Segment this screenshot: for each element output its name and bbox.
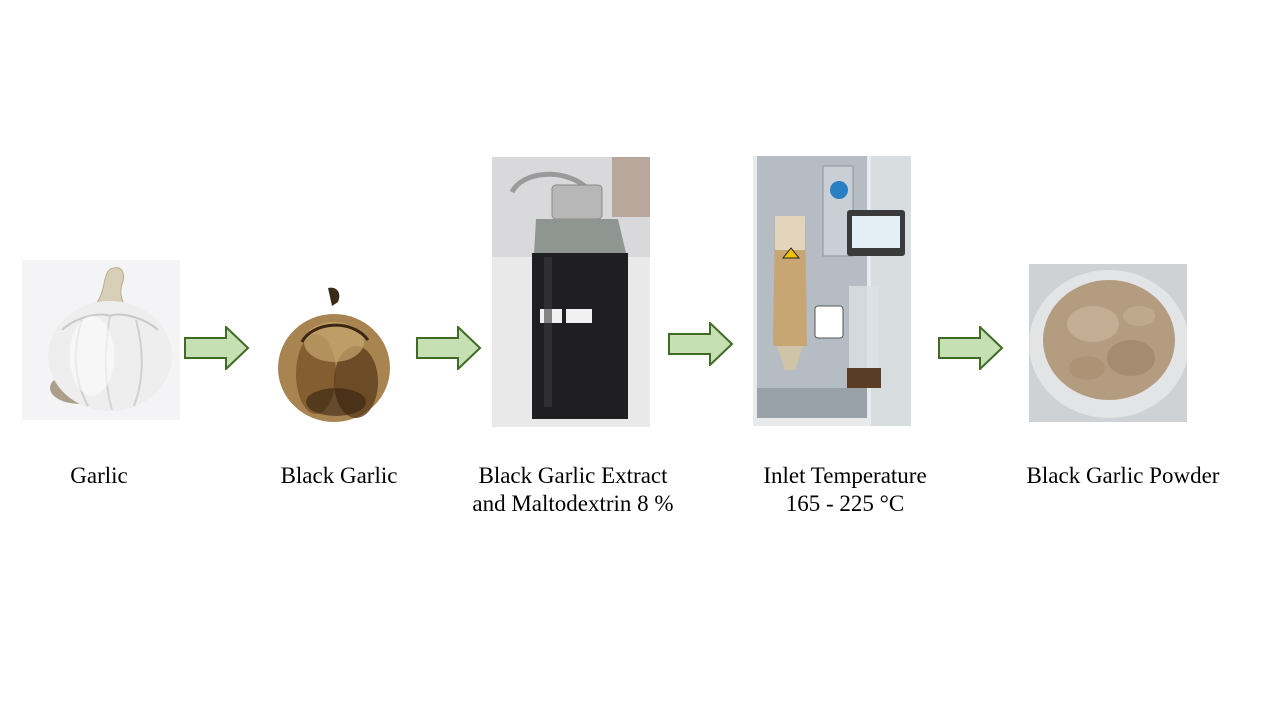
label-line: and Maltodextrin 8 %	[472, 491, 674, 516]
step-label-garlic: Garlic	[0, 462, 198, 490]
arrow-right-icon	[416, 326, 482, 370]
garlic-photo	[22, 260, 180, 420]
label-line: Black Garlic	[280, 463, 398, 488]
arrow-right-icon	[184, 326, 250, 370]
arrow-right-icon	[668, 322, 734, 366]
arrow-right-icon	[938, 326, 1004, 370]
black-garlic-photo	[272, 282, 398, 428]
step-label-inlet-temperature: Inlet Temperature 165 - 225 °C	[716, 462, 974, 518]
step-label-black-garlic: Black Garlic	[240, 462, 438, 490]
spray-dryer-photo	[753, 156, 911, 426]
label-line: Garlic	[70, 463, 128, 488]
extract-bottle-photo	[492, 157, 650, 427]
step-label-extract: Black Garlic Extract and Maltodextrin 8 …	[444, 462, 702, 518]
step-label-powder: Black Garlic Powder	[998, 462, 1248, 490]
label-line: Black Garlic Extract	[478, 463, 668, 488]
label-line: 165 - 225 °C	[785, 491, 905, 516]
label-line: Inlet Temperature	[763, 463, 927, 488]
label-line: Black Garlic Powder	[1026, 463, 1220, 488]
powder-photo	[1029, 264, 1187, 422]
